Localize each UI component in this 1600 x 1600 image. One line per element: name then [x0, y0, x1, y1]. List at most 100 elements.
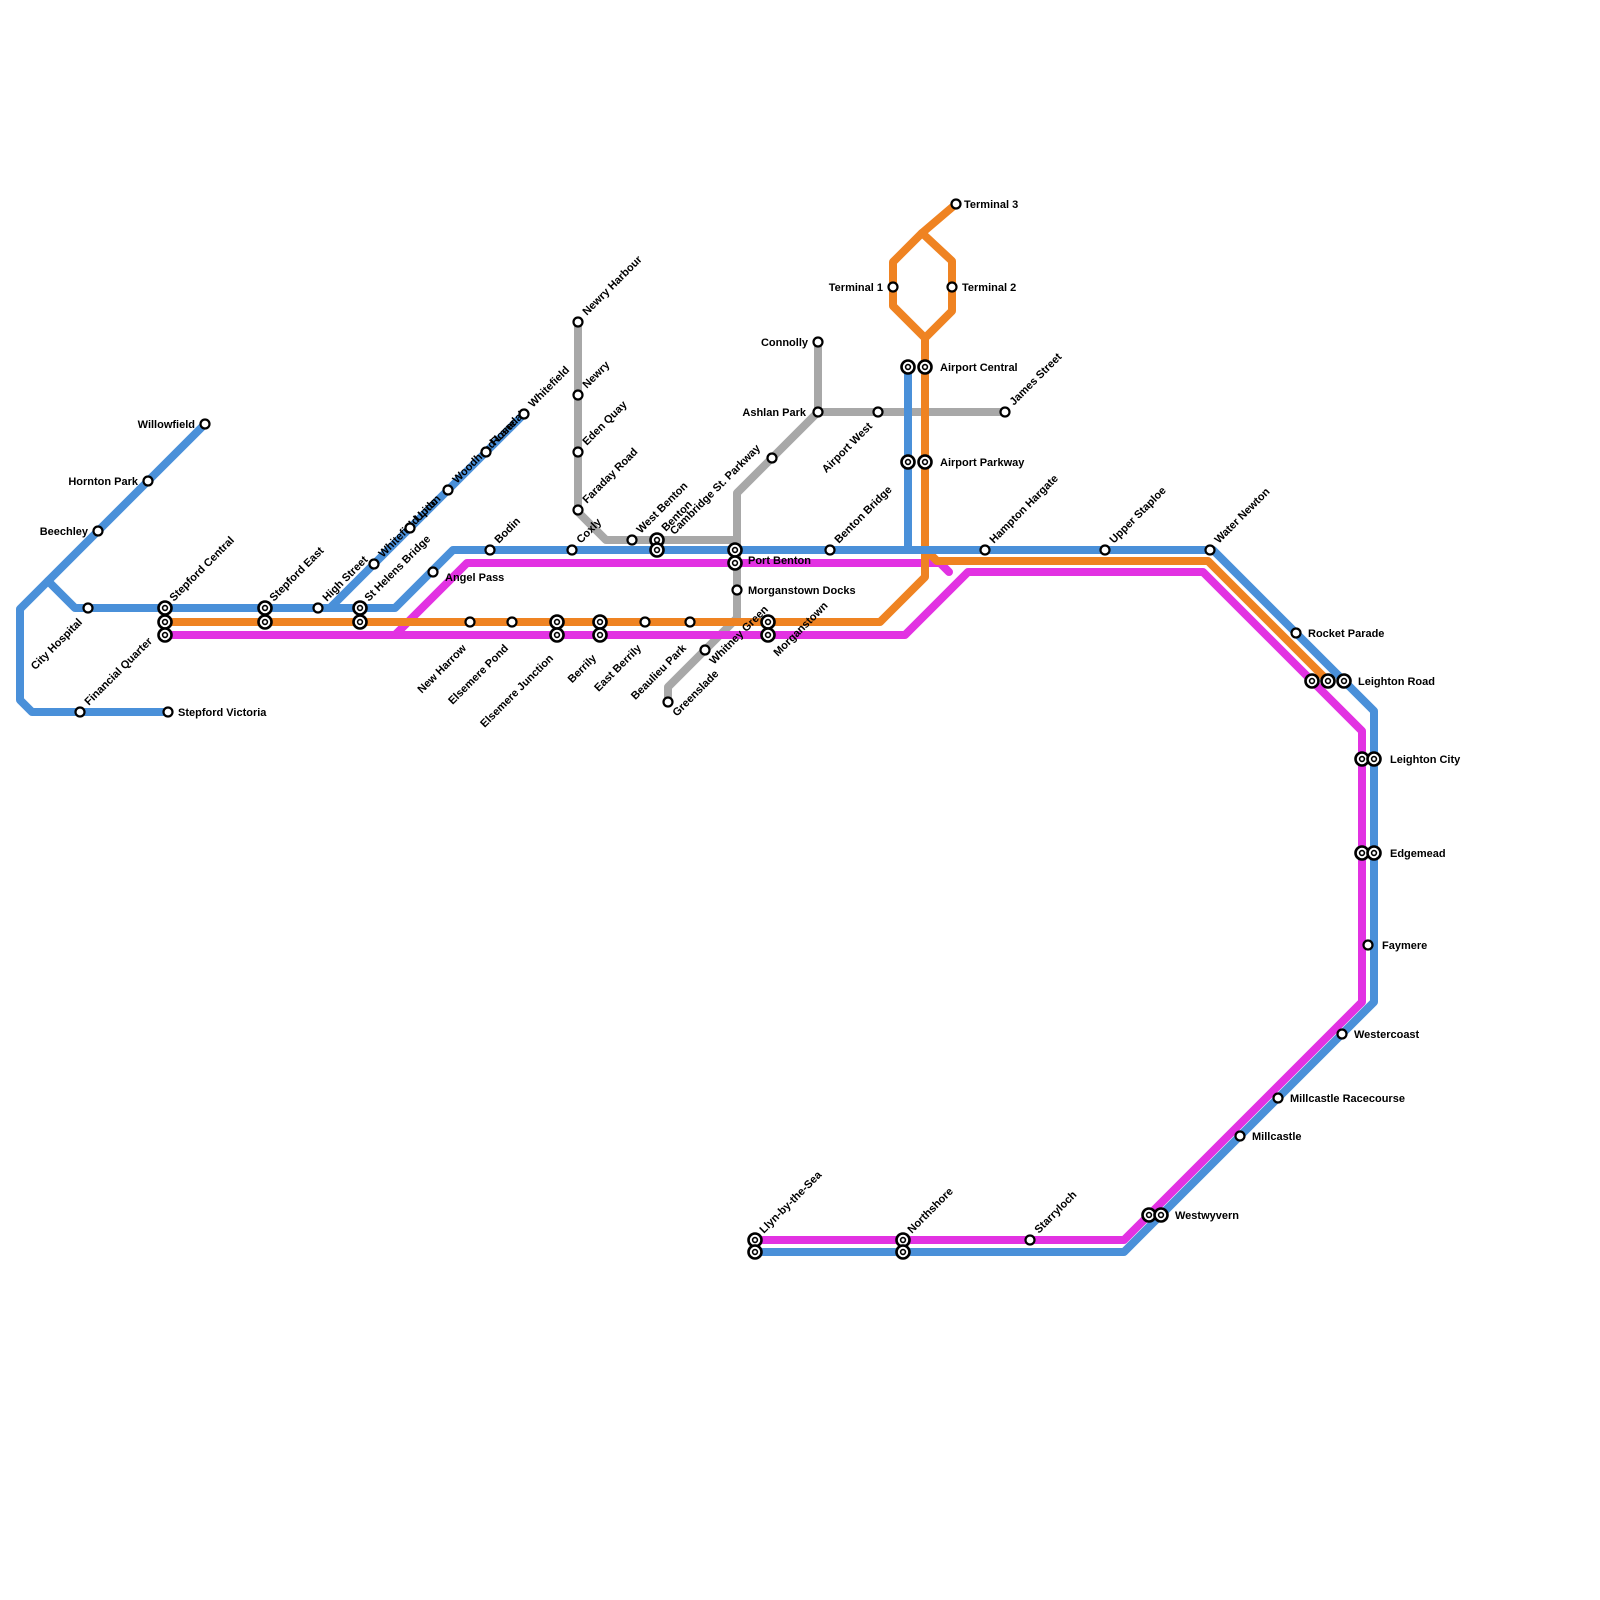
station-morganstown-docks: Morganstown Docks	[731, 584, 856, 597]
station-label: Water Newton	[1212, 486, 1272, 546]
station-edgemead: Edgemead	[1354, 845, 1446, 861]
station-label: Llyn-by-the-Sea	[757, 1168, 824, 1235]
station-marker	[404, 522, 416, 534]
station-interchange-marker-inner	[899, 1236, 907, 1244]
station-label: Terminal 2	[962, 282, 1016, 294]
station-interchange-marker-inner	[356, 618, 364, 626]
station-newry-harbour: Newry Harbour	[572, 253, 645, 328]
station-interchange-marker-inner	[553, 631, 561, 639]
station-interchange-marker-inner	[161, 618, 169, 626]
station-interchange-marker-inner	[596, 618, 604, 626]
station-marker	[979, 544, 991, 556]
station-marker	[92, 525, 104, 537]
station-whitefield: Whitefield	[518, 364, 572, 420]
station-label: Upton	[412, 493, 443, 524]
station-label: Morganstown	[771, 600, 830, 659]
station-marker	[950, 198, 962, 210]
station-interchange-marker-inner	[1157, 1211, 1165, 1219]
station-marker	[572, 504, 584, 516]
station-marker	[731, 584, 743, 596]
station-marker	[312, 602, 324, 614]
station-westercoast: Westercoast	[1336, 1028, 1420, 1041]
station-marker	[572, 389, 584, 401]
station-interchange-marker-inner	[1145, 1211, 1153, 1219]
station-label: Westercoast	[1354, 1029, 1420, 1041]
station-interchange-marker-inner	[553, 618, 561, 626]
station-interchange-marker-inner	[653, 546, 661, 554]
station-marker	[480, 446, 492, 458]
line-segment	[161, 568, 1366, 1244]
station-marker	[427, 566, 439, 578]
station-interchange-marker-inner	[1358, 849, 1366, 857]
station-marker	[566, 544, 578, 556]
station-city-hospital: City Hospital	[29, 602, 94, 672]
station-label: Leighton Road	[1358, 676, 1435, 688]
station-label: Millcastle Racecourse	[1290, 1093, 1405, 1105]
station-eden-quay: Eden Quay	[572, 398, 630, 458]
line-segment	[921, 545, 1332, 685]
station-interchange-marker-inner	[356, 604, 364, 612]
station-greenslade: Greenslade	[662, 668, 721, 719]
station-morganstown: Morganstown	[760, 600, 831, 659]
station-interchange-marker-inner	[904, 458, 912, 466]
station-marker	[484, 544, 496, 556]
station-beechley: Beechley	[40, 525, 104, 538]
station-label: Leighton City	[1390, 754, 1461, 766]
station-marker	[142, 475, 154, 487]
station-interchange-marker-inner	[921, 458, 929, 466]
station-interchange-marker-inner	[161, 631, 169, 639]
station-marker	[572, 316, 584, 328]
station-marker	[684, 616, 696, 628]
station-marker	[74, 706, 86, 718]
station-port-benton: Port Benton	[727, 542, 811, 571]
station-airport-central: Airport Central	[900, 359, 1018, 375]
station-leighton-city: Leighton City	[1354, 751, 1461, 767]
station-label: Northshore	[905, 1186, 955, 1236]
station-marker	[812, 406, 824, 418]
station-marker	[946, 281, 958, 293]
station-stepford-victoria: Stepford Victoria	[162, 706, 267, 719]
station-angel-pass: Angel Pass	[427, 566, 504, 584]
station-marker	[812, 336, 824, 348]
station-marker	[442, 484, 454, 496]
station-marker	[1362, 939, 1374, 951]
station-label: Newry	[580, 358, 612, 390]
station-marker	[766, 452, 778, 464]
station-interchange-marker-inner	[1324, 677, 1332, 685]
station-llyn-by-the-sea: Llyn-by-the-Sea	[747, 1168, 825, 1260]
station-marker	[639, 616, 651, 628]
station-marker	[199, 418, 211, 430]
station-faraday-road: Faraday Road	[572, 446, 640, 516]
station-ashlan-park: Ashlan Park	[742, 406, 824, 419]
station-label: Eden Quay	[580, 398, 630, 448]
station-millcastle: Millcastle	[1234, 1130, 1302, 1143]
station-beaulieu-park: Beaulieu Park	[629, 616, 696, 702]
station-marker	[1336, 1028, 1348, 1040]
station-label: Faraday Road	[580, 446, 640, 506]
line-segment	[44, 577, 169, 612]
station-label: Airport West	[820, 420, 875, 475]
station-label: Benton Bridge	[832, 484, 894, 546]
station-marker	[464, 616, 476, 628]
station-label: Willowfield	[138, 419, 195, 431]
station-water-newton: Water Newton	[1204, 486, 1273, 556]
station-marker	[1204, 544, 1216, 556]
station-terminal-3: Terminal 3	[950, 198, 1018, 211]
station-label: Terminal 3	[964, 199, 1018, 211]
station-marker	[626, 534, 638, 546]
station-interchange-marker-inner	[596, 631, 604, 639]
station-label: Stepford East	[267, 545, 326, 604]
station-marker	[699, 644, 711, 656]
station-faymere: Faymere	[1362, 939, 1427, 952]
station-marker	[82, 602, 94, 614]
station-interchange-marker-inner	[731, 559, 739, 567]
station-rocket-parade: Rocket Parade	[1290, 627, 1384, 640]
line-segment	[161, 200, 960, 626]
station-marker	[999, 406, 1011, 418]
station-label: Stepford Central	[167, 535, 236, 604]
station-connolly: Connolly	[761, 336, 824, 349]
station-label: Hornton Park	[68, 476, 139, 488]
station-label: Ashlan Park	[742, 407, 806, 419]
line-segment	[161, 546, 1378, 1256]
